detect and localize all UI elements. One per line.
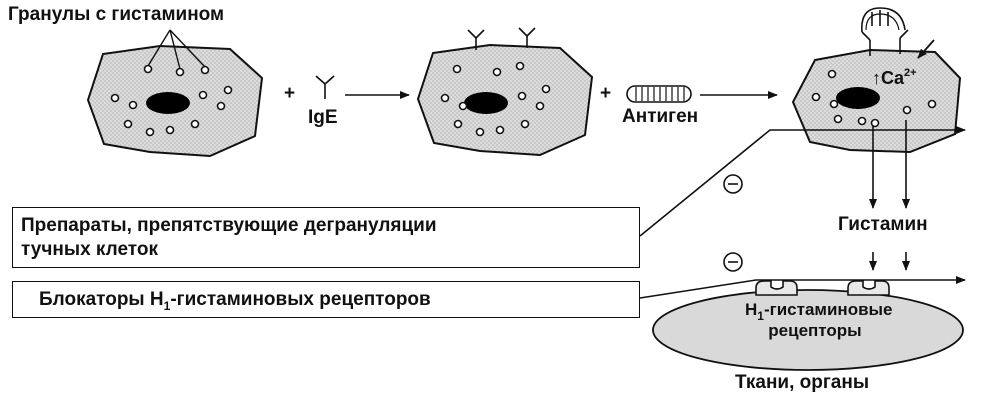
tissues-label: Ткани, органы [735, 372, 869, 394]
antigen-label: Антиген [622, 106, 698, 128]
stabilizers-line-1: Препараты, препятствующие дегрануляции [21, 214, 639, 238]
granules-label: Гранулы с гистамином [8, 4, 224, 26]
ige-antibody-icon [316, 76, 334, 99]
stabilizers-line-2: тучных клеток [21, 238, 639, 262]
blockers-text-post: -гистаминовых рецепторов [170, 289, 430, 310]
plus-sign-1: + [284, 83, 295, 105]
crosslinked-ige-icon [862, 8, 908, 56]
histamine-label: Гистамин [838, 214, 928, 236]
mast-cell-2-sensitized [418, 28, 592, 155]
blockers-subscript: 1 [164, 299, 171, 313]
plus-sign-2: + [600, 83, 611, 105]
mast-cell-1 [88, 30, 262, 156]
antigen-icon [627, 86, 691, 102]
ige-label: IgE [308, 107, 338, 129]
calcium-label: ↑Ca2+ [872, 68, 917, 89]
mast-cell-stabilizers-box: Препараты, препятствующие дегрануляции т… [12, 207, 640, 268]
receptors-label: H1-гистаминовые рецепторы [745, 300, 885, 341]
h1-blockers-box: Блокаторы H1-гистаминовых рецепторов [12, 281, 640, 318]
cell-nucleus [146, 92, 190, 114]
blockers-text-pre: Блокаторы H [39, 289, 164, 310]
